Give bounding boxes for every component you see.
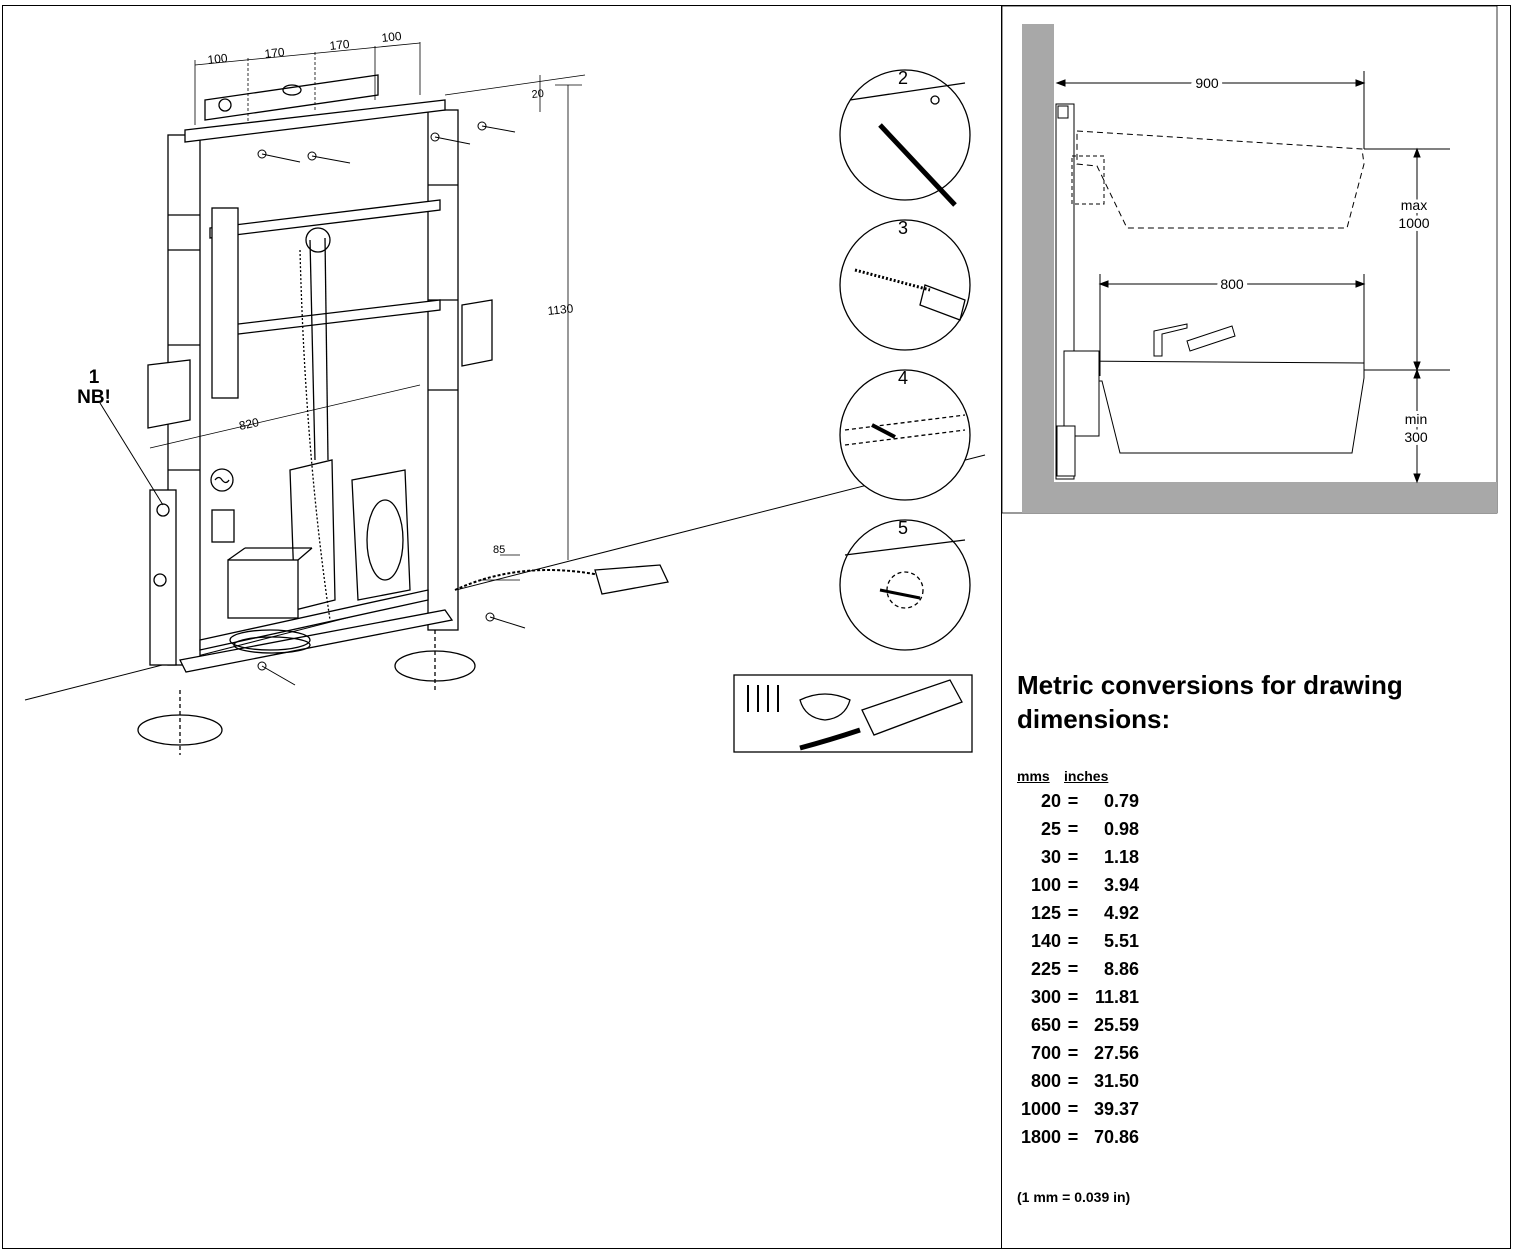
equals-sign: =	[1067, 1099, 1079, 1119]
mm-value: 125	[1030, 903, 1061, 923]
conversion-row: 100 = 3.94	[1017, 871, 1139, 899]
dim-170-left: 170	[264, 45, 286, 61]
mm-value: 1800	[1020, 1127, 1061, 1147]
mm-value: 25	[1040, 819, 1061, 839]
inch-value: 39.37	[1093, 1099, 1139, 1119]
equals-sign: =	[1067, 1071, 1079, 1091]
max-value: 1000	[1398, 215, 1429, 231]
equals-sign: =	[1067, 959, 1079, 979]
equals-sign: =	[1067, 791, 1079, 811]
conversion-title: Metric conversions for drawing dimension…	[1017, 670, 1403, 734]
equals-sign: =	[1067, 987, 1079, 1007]
header-mm: mms	[1017, 768, 1050, 784]
note-label: NB!	[77, 387, 111, 408]
equals-sign: =	[1067, 819, 1079, 839]
conversion-row: 125 = 4.92	[1017, 899, 1139, 927]
detail-label-2: 2	[898, 68, 908, 88]
conversion-row: 1800 = 70.86	[1017, 1123, 1139, 1151]
inch-value: 70.86	[1093, 1127, 1139, 1147]
dim-900: 900	[1195, 75, 1219, 91]
inch-value: 31.50	[1093, 1071, 1139, 1091]
installation-diagram: 100 170 170 100 20 1130 820 85 1 NB! 2 3…	[24, 29, 986, 755]
mm-value: 700	[1030, 1043, 1061, 1063]
max-label: max	[1401, 197, 1427, 213]
dim-85: 85	[493, 544, 505, 556]
equals-sign: =	[1067, 1127, 1079, 1147]
inch-value: 1.18	[1103, 847, 1139, 867]
dim-170-right: 170	[329, 37, 351, 53]
mm-value: 300	[1030, 987, 1061, 1007]
mm-value: 800	[1030, 1071, 1061, 1091]
conversion-row: 20 = 0.79	[1017, 787, 1139, 815]
mm-value: 225	[1030, 959, 1061, 979]
dim-100-right: 100	[381, 29, 403, 45]
conversion-table: mms inches 20 = 0.79 25 = 0.98 30 = 1.18 100 = 3.94…	[1017, 768, 1139, 1151]
mm-value: 140	[1030, 931, 1061, 951]
conversion-row: 25 = 0.98	[1017, 815, 1139, 843]
mm-value: 1000	[1020, 1099, 1061, 1119]
mm-value: 100	[1030, 875, 1061, 895]
dim-1130: 1130	[547, 301, 574, 318]
equals-sign: =	[1067, 875, 1079, 895]
conversion-row: 140 = 5.51	[1017, 927, 1139, 955]
inch-value: 27.56	[1093, 1043, 1139, 1063]
conversion-row: 30 = 1.18	[1017, 843, 1139, 871]
min-label: min	[1405, 411, 1428, 427]
equals-sign: =	[1067, 847, 1079, 867]
inch-value: 11.81	[1094, 987, 1139, 1007]
conversion-row: 650 = 25.59	[1017, 1011, 1139, 1039]
conversion-header: mms inches	[1017, 768, 1139, 785]
conversion-rows: 20 = 0.79 25 = 0.98 30 = 1.18 100 = 3.94 125 = 4.92 140…	[1017, 787, 1139, 1151]
conversion-row: 700 = 27.56	[1017, 1039, 1139, 1067]
conversion-row: 1000 = 39.37	[1017, 1095, 1139, 1123]
inch-value: 0.79	[1103, 791, 1139, 811]
equals-sign: =	[1067, 1015, 1079, 1035]
equals-sign: =	[1067, 1043, 1079, 1063]
detail-label-3: 3	[898, 218, 908, 238]
column-divider	[1001, 5, 1002, 1249]
dim-20: 20	[531, 88, 544, 101]
conversion-row: 225 = 8.86	[1017, 955, 1139, 983]
inch-value: 25.59	[1093, 1015, 1139, 1035]
conversion-row: 300 = 11.81	[1017, 983, 1139, 1011]
note-number: 1	[89, 367, 100, 388]
mm-value: 30	[1040, 847, 1061, 867]
dim-820: 820	[238, 415, 261, 433]
page-frame	[2, 5, 1511, 1249]
inch-value: 8.86	[1103, 959, 1139, 979]
inch-value: 4.92	[1103, 903, 1139, 923]
inch-value: 3.94	[1103, 875, 1139, 895]
inch-value: 5.51	[1103, 931, 1139, 951]
conversion-note: (1 mm = 0.039 in)	[1017, 1189, 1131, 1205]
min-value: 300	[1404, 429, 1428, 445]
conversion-row: 800 = 31.50	[1017, 1067, 1139, 1095]
detail-label-5: 5	[898, 518, 908, 538]
detail-label-4: 4	[898, 368, 908, 388]
equals-sign: =	[1067, 931, 1079, 951]
side-elevation-diagram: 900 800 max 1000 min 300	[1002, 6, 1498, 514]
dim-100-left: 100	[207, 51, 229, 67]
mm-value: 650	[1030, 1015, 1061, 1035]
dim-800: 800	[1220, 276, 1244, 292]
header-inches: inches	[1064, 768, 1109, 784]
equals-sign: =	[1067, 903, 1079, 923]
inch-value: 0.98	[1103, 819, 1139, 839]
mm-value: 20	[1040, 791, 1061, 811]
